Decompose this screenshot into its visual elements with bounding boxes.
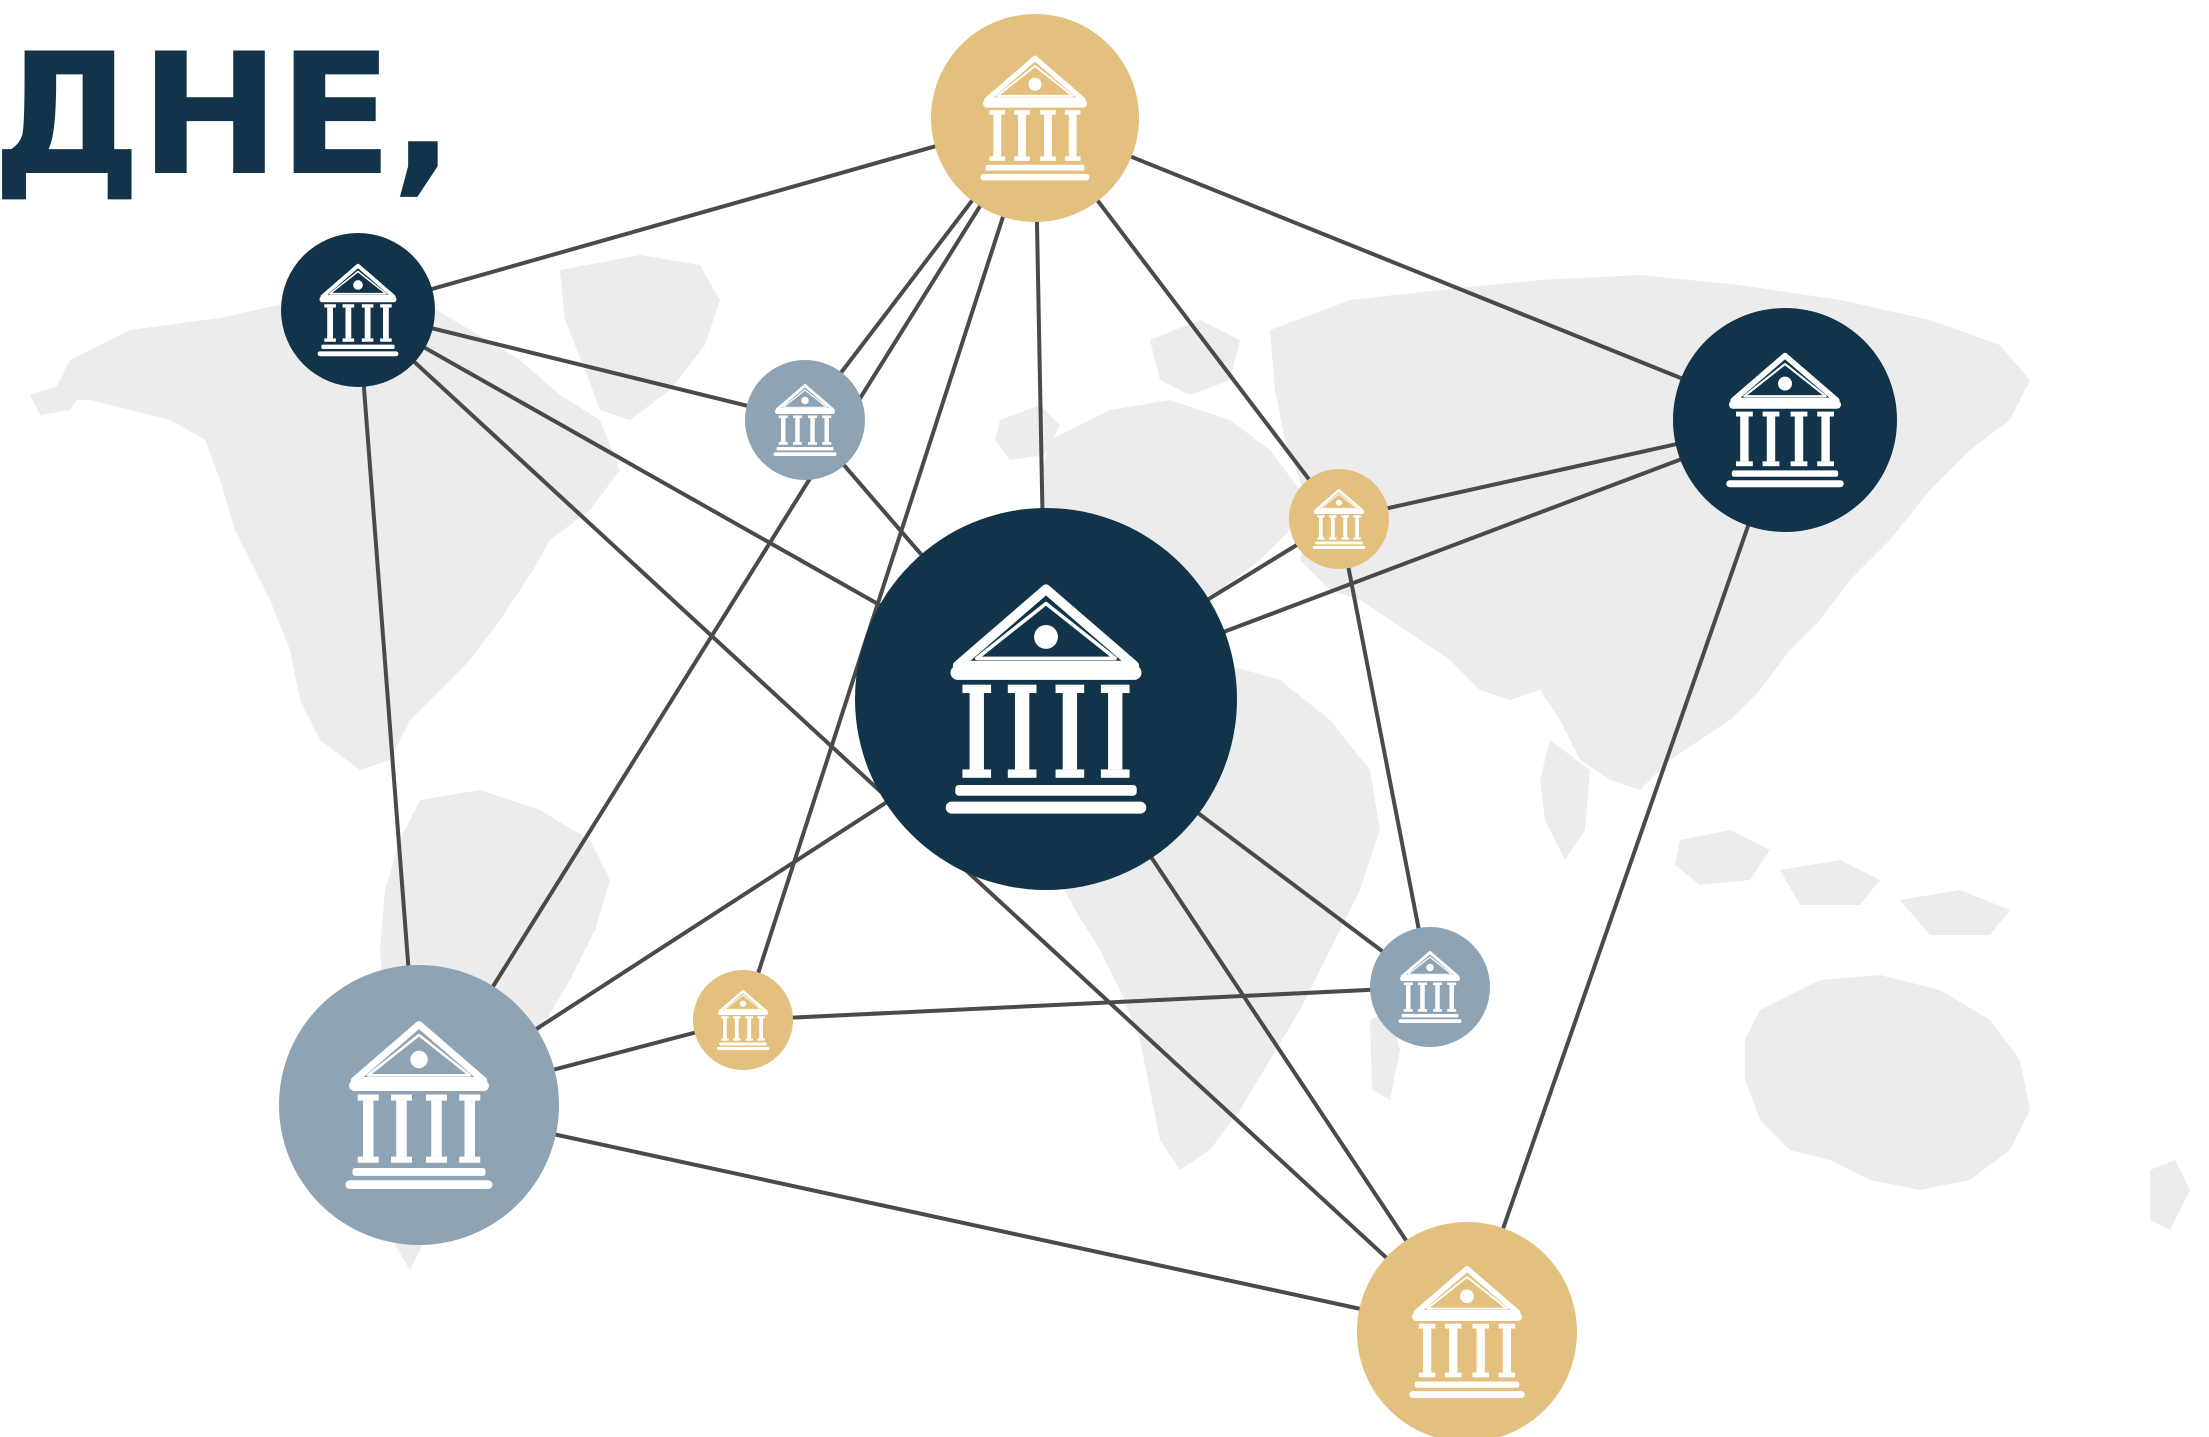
link-gold-lower-to-slate-mid-right [741,985,1432,1022]
link-slate-large-to-gold-bottom [417,1103,1469,1334]
link-navy-right-to-gold-bottom [1465,418,1787,1334]
southeast-asia-islands-shape [1675,830,2010,935]
node-circle [855,508,1237,890]
node-gold-top [931,14,1139,222]
node-navy-top-left [281,233,435,387]
headline-text: ДНЕ, [0,17,455,213]
node-circle [931,14,1139,222]
node-circle [693,970,793,1070]
node-circle [281,233,435,387]
north-america-shape [30,292,620,770]
node-circle [279,965,559,1245]
greenland-shape [560,255,720,420]
link-gold-top-to-gold-lower [741,116,1037,1022]
node-slate-upper [745,360,865,480]
node-gold-mid-right [1289,469,1389,569]
link-gold-top-to-navy-right [1033,116,1787,422]
node-gold-bottom [1357,1222,1577,1437]
node-circle [1673,308,1897,532]
bank-nodes [279,14,1897,1437]
node-circle [745,360,865,480]
link-gold-mid-right-to-slate-mid-right [1337,517,1432,989]
node-slate-mid-right [1370,927,1490,1047]
node-slate-large [279,965,559,1245]
node-circle [1357,1222,1577,1437]
node-circle [1289,469,1389,569]
asia-shape [1270,275,2030,860]
node-gold-lower [693,970,793,1070]
australia-shape [1745,975,2190,1230]
node-navy-center [855,508,1237,890]
link-gold-top-to-navy-top-left [356,116,1037,312]
node-navy-right [1673,308,1897,532]
link-gold-top-to-slate-large [417,116,1037,1107]
node-circle [1370,927,1490,1047]
